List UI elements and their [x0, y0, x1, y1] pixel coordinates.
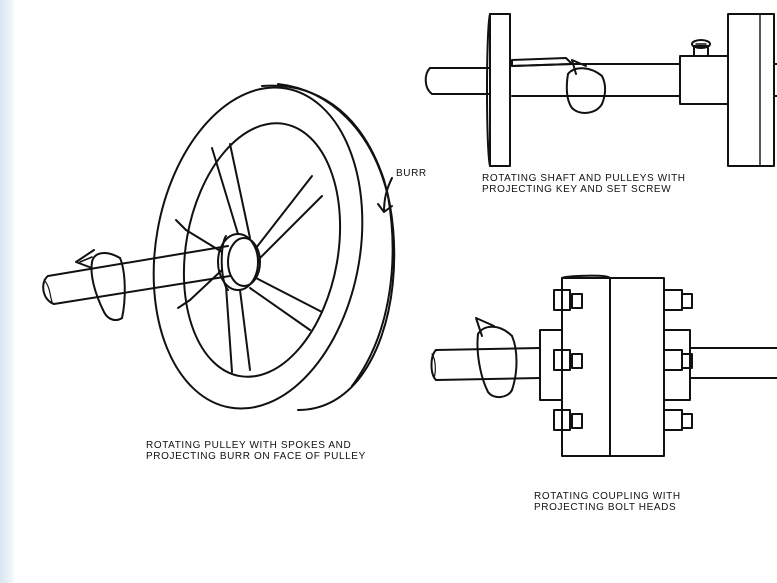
caption-line: PROJECTING BURR ON FACE OF PULLEY: [146, 451, 366, 462]
caption-line: ROTATING PULLEY WITH SPOKES AND: [146, 440, 352, 451]
caption-line: ROTATING SHAFT AND PULLEYS WITH: [482, 173, 686, 184]
burr-label: BURR: [396, 168, 427, 179]
bolt-heads: [553, 289, 693, 431]
caption-line: PROJECTING KEY AND SET SCREW: [482, 184, 672, 195]
rotation-arrow-icon: [75, 249, 126, 321]
rotation-arrow-icon: [565, 59, 606, 114]
rotation-arrow-icon: [475, 317, 518, 398]
pulley-spokes: [175, 143, 323, 373]
collar: [679, 55, 729, 105]
caption-coupling: ROTATING COUPLING WITH PROJECTING BOLT H…: [534, 491, 681, 513]
caption-shaft-pulleys: ROTATING SHAFT AND PULLEYS WITH PROJECTI…: [482, 173, 686, 195]
pulley-with-spokes-figure: [42, 83, 396, 411]
shaft-and-pulleys-figure: [424, 13, 777, 167]
coupling-flange-right: [609, 277, 665, 457]
projecting-key: [511, 57, 573, 67]
burr-leader-line: [377, 177, 393, 213]
left-edge-strip: [0, 0, 16, 583]
coupling-figure: [430, 274, 777, 457]
caption-line: ROTATING COUPLING WITH: [534, 491, 681, 502]
caption-pulley-spokes: ROTATING PULLEY WITH SPOKES AND PROJECTI…: [146, 440, 366, 462]
caption-line: PROJECTING BOLT HEADS: [534, 502, 677, 513]
pulley-rim: [152, 83, 396, 411]
pulley-shaft: [42, 245, 231, 305]
pulley-hub: [217, 233, 261, 291]
set-screw: [691, 39, 711, 57]
